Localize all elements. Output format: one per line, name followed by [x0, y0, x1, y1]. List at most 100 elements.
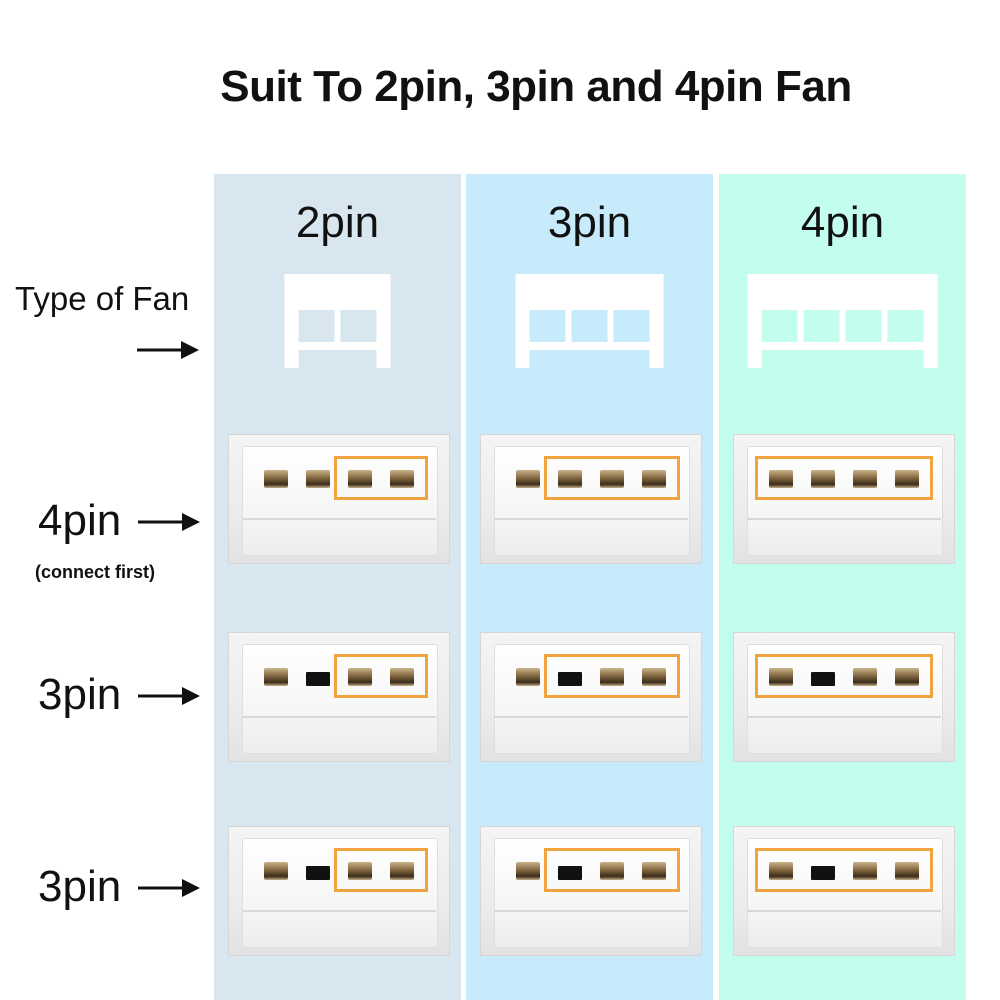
empty-pin-slot	[306, 672, 330, 686]
header-notch	[242, 716, 436, 728]
pin-header-icon	[480, 434, 702, 564]
empty-pin-slot	[558, 866, 582, 880]
header-notch	[747, 518, 941, 530]
fan-pin-slot	[529, 310, 566, 342]
header-pin	[853, 470, 877, 488]
empty-pin-slot	[811, 866, 835, 880]
header-notch	[494, 910, 688, 922]
empty-pin-slot	[811, 672, 835, 686]
header-pin	[516, 668, 540, 686]
column-3pin: 3pin	[466, 174, 713, 1000]
pin-header-icon	[733, 434, 955, 564]
right-arrow-icon	[137, 341, 199, 359]
pin-header-icon	[228, 632, 450, 762]
header-pin	[642, 470, 666, 488]
header-housing	[242, 446, 438, 556]
header-pin	[895, 862, 919, 880]
column-title: 2pin	[295, 198, 380, 247]
header-pin	[348, 862, 372, 880]
header-pin	[264, 668, 288, 686]
fan-connector-icon	[747, 274, 938, 368]
header-housing	[242, 838, 438, 948]
pin-highlight-box	[755, 848, 933, 892]
fan-pin-slot	[803, 310, 840, 342]
header-pin	[769, 862, 793, 880]
right-arrow-icon	[138, 879, 200, 897]
empty-pin-slot	[306, 866, 330, 880]
header-pin	[264, 470, 288, 488]
header-housing	[242, 644, 438, 754]
pin-highlight-box	[334, 456, 428, 500]
header-pin	[600, 668, 624, 686]
header-pin	[642, 862, 666, 880]
column-title: 3pin	[547, 198, 632, 247]
header-pin	[348, 470, 372, 488]
header-pin	[769, 668, 793, 686]
fan-pin-slot	[340, 310, 377, 342]
header-housing	[494, 644, 690, 754]
header-pin	[390, 862, 414, 880]
header-pin	[390, 668, 414, 686]
pin-highlight-box	[544, 654, 680, 698]
header-pin	[516, 470, 540, 488]
fan-pin-slot	[571, 310, 608, 342]
pin-highlight-box	[334, 654, 428, 698]
right-arrow-icon	[138, 687, 200, 705]
pin-header-icon	[228, 434, 450, 564]
header-pin	[853, 668, 877, 686]
header-pin	[853, 862, 877, 880]
header-pin	[558, 470, 582, 488]
header-notch	[747, 716, 941, 728]
header-pin	[895, 668, 919, 686]
header-pin	[306, 470, 330, 488]
header-pin	[348, 668, 372, 686]
header-notch	[494, 518, 688, 530]
header-housing	[494, 838, 690, 948]
fan-pin-slot	[298, 310, 335, 342]
header-pin	[600, 862, 624, 880]
page-title: Suit To 2pin, 3pin and 4pin Fan	[220, 62, 852, 111]
header-pin	[390, 470, 414, 488]
column-4pin: 4pin	[719, 174, 966, 1000]
fan-pin-slot	[613, 310, 650, 342]
header-pin	[600, 470, 624, 488]
header-notch	[242, 518, 436, 530]
header-pin	[811, 470, 835, 488]
header-notch	[242, 910, 436, 922]
fan-pin-slot	[845, 310, 882, 342]
type-of-fan-label: Type of Fan	[15, 280, 190, 317]
column-title: 4pin	[800, 198, 885, 247]
header-notch	[494, 716, 688, 728]
fan-pin-slot	[887, 310, 924, 342]
pin-highlight-box	[544, 848, 680, 892]
pin-header-icon	[733, 632, 955, 762]
fan-connector-icon	[284, 274, 391, 368]
pin-highlight-box	[755, 456, 933, 500]
header-housing	[494, 446, 690, 556]
header-housing	[747, 446, 943, 556]
row-label-text: 3pin	[38, 862, 122, 911]
pin-highlight-box	[334, 848, 428, 892]
header-housing	[747, 838, 943, 948]
empty-pin-slot	[558, 672, 582, 686]
header-pin	[895, 470, 919, 488]
header-pin	[769, 470, 793, 488]
right-arrow-icon	[138, 513, 200, 531]
header-pin	[642, 668, 666, 686]
header-pin	[516, 862, 540, 880]
pin-highlight-box	[755, 654, 933, 698]
row-label-text: 4pin	[38, 496, 122, 545]
pin-header-icon	[733, 826, 955, 956]
pin-highlight-box	[544, 456, 680, 500]
header-notch	[747, 910, 941, 922]
pin-header-icon	[480, 632, 702, 762]
pin-header-icon	[480, 826, 702, 956]
pin-header-icon	[228, 826, 450, 956]
column-2pin: 2pin	[214, 174, 461, 1000]
header-housing	[747, 644, 943, 754]
fan-connector-icon	[515, 274, 664, 368]
header-pin	[264, 862, 288, 880]
fan-pin-slot	[761, 310, 798, 342]
row-sublabel: (connect first)	[35, 562, 156, 582]
row-label-text: 3pin	[38, 670, 122, 719]
